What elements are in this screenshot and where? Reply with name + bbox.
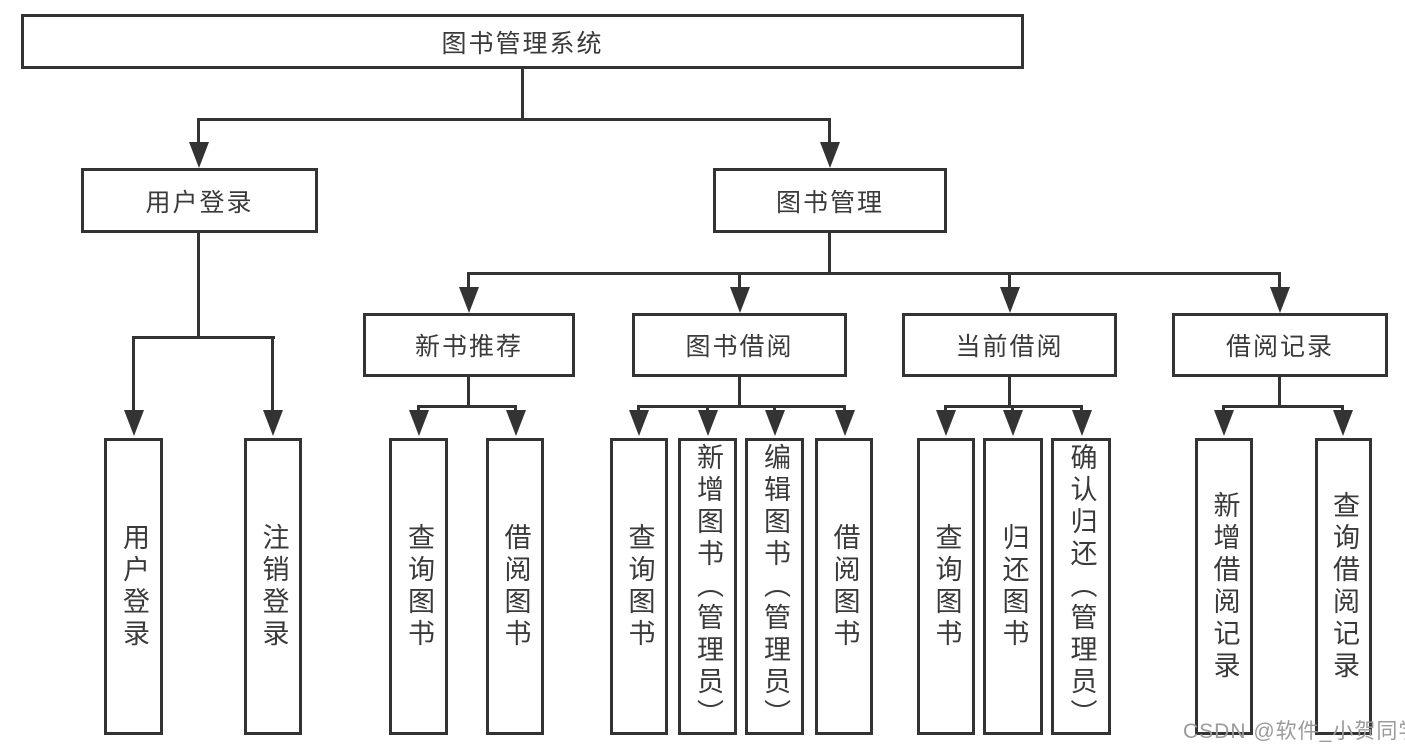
leaf-logout: 注销登录	[244, 438, 302, 735]
arrow-to-query-books-borrowing	[637, 405, 640, 410]
connector-book-management-rail	[467, 272, 1281, 275]
leaf-query-borrow-record: 查询借阅记录	[1315, 438, 1372, 735]
leaf-confirm-return-admin-label: 确认归还（管理员）	[1066, 442, 1097, 731]
arrow-to-current-borrowing	[1008, 272, 1011, 287]
node-user-login: 用户登录	[81, 168, 318, 233]
connector-book-borrowing-stem	[738, 377, 741, 405]
node-book-management: 图书管理	[713, 168, 947, 233]
leaf-borrow-books-borrowing: 借阅图书	[815, 438, 873, 735]
connector-user-login-stem	[197, 233, 200, 336]
node-borrowing-records: 借阅记录	[1172, 313, 1388, 377]
connector-book-borrowing-rail	[637, 405, 846, 408]
node-borrowing-records-label: 借阅记录	[1225, 333, 1334, 361]
arrow-to-return-books	[1011, 405, 1014, 410]
leaf-borrow-books-borrowing-label: 借阅图书	[829, 522, 860, 651]
connector-current-borrowing-stem	[1008, 377, 1011, 405]
node-current-borrowing-label: 当前借阅	[955, 333, 1064, 361]
connector-root-rail	[197, 118, 831, 121]
arrow-to-query-books-current	[944, 405, 947, 410]
leaf-query-books-recommend-label: 查询图书	[404, 522, 434, 651]
leaf-borrow-books-recommend-label: 借阅图书	[500, 522, 531, 651]
leaf-query-books-current: 查询图书	[917, 438, 975, 735]
leaf-add-book-admin-label: 新增图书（管理员）	[693, 442, 723, 731]
connector-user-login-rail	[132, 336, 275, 339]
leaf-edit-book-admin: 编辑图书（管理员）	[745, 438, 804, 735]
connector-borrowing-records-stem	[1278, 377, 1281, 405]
arrow-to-book-borrowing	[738, 272, 741, 287]
arrow-to-confirm-return-admin	[1080, 405, 1083, 410]
node-book-borrowing-label: 图书借阅	[685, 333, 794, 361]
arrow-to-borrowing-records	[1278, 272, 1281, 287]
arrow-to-new-book-recommend	[467, 272, 470, 287]
node-new-book-recommend: 新书推荐	[363, 313, 575, 377]
leaf-query-books-borrowing: 查询图书	[610, 438, 668, 735]
arrow-to-edit-book-admin	[773, 405, 776, 410]
node-new-book-recommend-label: 新书推荐	[414, 333, 523, 361]
connector-borrowing-records-rail	[1222, 405, 1343, 408]
arrow-to-query-books-recommend	[417, 405, 420, 410]
arrow-to-add-book-admin	[706, 405, 709, 410]
leaf-add-book-admin: 新增图书（管理员）	[678, 438, 737, 735]
csdn-watermark: CSDN @软件_小贺同学	[1183, 720, 1405, 743]
connector-book-management-stem	[828, 233, 831, 272]
connector-new-book-rail	[417, 405, 517, 408]
leaf-user-login: 用户登录	[104, 438, 163, 735]
arrow-to-query-borrow-record	[1341, 405, 1344, 410]
leaf-query-books-borrowing-label: 查询图书	[624, 522, 655, 651]
node-book-borrowing: 图书借阅	[632, 313, 847, 377]
connector-root-stem	[521, 69, 524, 118]
leaf-add-borrow-record-label: 新增借阅记录	[1209, 490, 1240, 683]
leaf-logout-label: 注销登录	[258, 522, 289, 651]
leaf-return-books-label: 归还图书	[998, 522, 1029, 651]
arrow-to-borrow-books-borrowing	[843, 405, 846, 410]
arrow-to-user-login	[197, 118, 200, 142]
leaf-confirm-return-admin: 确认归还（管理员）	[1051, 438, 1111, 735]
leaf-query-books-recommend: 查询图书	[389, 438, 448, 735]
leaf-query-borrow-record-label: 查询借阅记录	[1329, 490, 1359, 683]
node-root: 图书管理系统	[21, 14, 1024, 69]
leaf-user-login-label: 用户登录	[119, 522, 149, 651]
node-root-label: 图书管理系统	[441, 29, 604, 58]
leaf-edit-book-admin-label: 编辑图书（管理员）	[760, 442, 790, 731]
arrow-to-borrow-books-recommend	[514, 405, 517, 410]
node-book-management-label: 图书管理	[775, 188, 884, 217]
connector-new-book-stem	[467, 377, 470, 405]
node-user-login-label: 用户登录	[145, 188, 254, 217]
arrow-to-leaf-user-login	[132, 336, 135, 410]
arrow-to-leaf-logout	[271, 336, 274, 410]
leaf-query-books-current-label: 查询图书	[931, 522, 962, 651]
arrow-to-book-management	[828, 118, 831, 142]
node-current-borrowing: 当前借阅	[902, 313, 1117, 377]
leaf-add-borrow-record: 新增借阅记录	[1195, 438, 1253, 735]
leaf-borrow-books-recommend: 借阅图书	[486, 438, 544, 735]
arrow-to-add-borrow-record	[1222, 405, 1225, 410]
leaf-return-books: 归还图书	[983, 438, 1043, 735]
